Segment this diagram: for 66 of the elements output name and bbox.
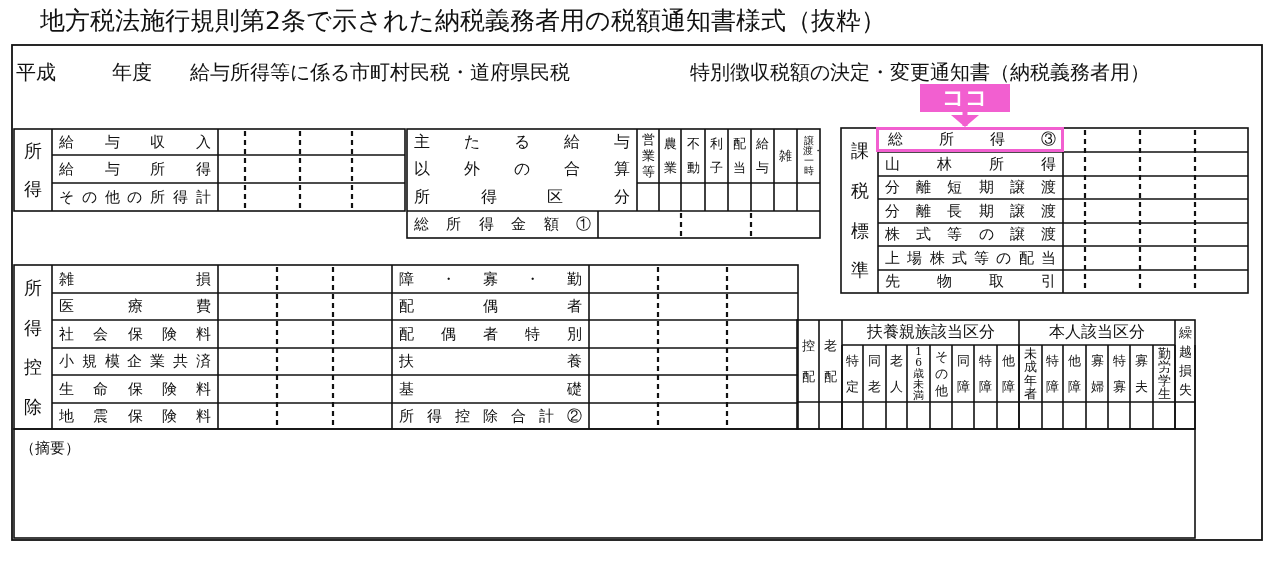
form-heading: 給与所得等に係る市町村民税・道府県民税: [190, 58, 570, 86]
column-header: 寡夫: [1134, 352, 1149, 396]
row-label: 所得区分: [414, 186, 630, 208]
page-title: 地方税法施行規則第2条で示された納税義務者用の税額通知書様式（抜粋）: [40, 5, 886, 37]
column-header: 特障: [978, 352, 993, 396]
row-label: 先物取引: [885, 272, 1056, 291]
column-header: 営業等: [640, 132, 656, 180]
row-label: 雑損: [59, 269, 211, 289]
column-header: 特寡: [1111, 352, 1127, 396]
column-header: 16歳未満: [912, 346, 925, 401]
column-header: 農業: [662, 135, 678, 177]
column-header: 老人: [889, 352, 904, 396]
column-header: 特定: [845, 352, 860, 396]
column-header: 不動: [685, 135, 701, 177]
row-label: 株式等の譲渡: [885, 225, 1056, 244]
section-label: 課税標準: [849, 139, 870, 283]
row-label: 分離長期譲渡: [885, 201, 1056, 221]
row-label: 配偶者: [399, 297, 582, 316]
column-header: 本人該当区分: [1049, 322, 1145, 343]
row-label: 主たる給与: [414, 131, 630, 153]
column-header: 配当: [732, 135, 747, 177]
column-header: 扶養親族該当区分: [866, 322, 995, 343]
column-header: 寡婦: [1089, 352, 1105, 396]
form-heading: 平成: [16, 58, 56, 86]
column-header: 勤労学生: [1156, 346, 1172, 401]
column-header: 控配: [800, 336, 816, 386]
row-label: 分離短期譲渡: [885, 178, 1056, 197]
row-label: 扶養: [399, 352, 582, 371]
row-label: 総所得金額①: [414, 215, 591, 234]
column-header: 同障: [955, 352, 971, 396]
highlight-frame: [876, 127, 1064, 152]
column-header: 給与: [755, 135, 770, 177]
section-label: 所得控除: [23, 276, 43, 419]
column-header: 繰越損失: [1177, 324, 1193, 399]
row-label: 地震保険料: [59, 406, 211, 426]
row-label: 給与所得: [59, 159, 211, 179]
column-header: 老配: [823, 336, 838, 386]
row-label: 障・寡・勤: [399, 269, 582, 289]
callout-pointer: [951, 112, 979, 127]
column-header: その他: [933, 348, 949, 399]
column-header: 雑: [778, 147, 793, 166]
row-label: 以外の合算: [414, 158, 630, 180]
row-label: 山林所得: [885, 154, 1056, 174]
section-label: 所得: [23, 139, 43, 201]
row-label: 生命保険料: [59, 379, 211, 399]
row-label: 医療費: [59, 297, 211, 316]
form-heading: 年度: [112, 58, 152, 86]
callout-text: ココ: [942, 84, 988, 112]
callout-badge: [920, 84, 1010, 112]
form-heading: 特別徴収税額の決定・変更通知書（納税義務者用）: [690, 58, 1150, 86]
row-label: 配偶者特別: [399, 324, 582, 344]
row-label: 基礎: [399, 379, 582, 399]
remarks-label: （摘要）: [20, 438, 80, 458]
row-label: 所得控除合計②: [399, 406, 582, 426]
row-label: 上場株式等の配当: [885, 248, 1056, 268]
row-label: 小規模企業共済: [59, 352, 211, 371]
row-label: その他の所得計: [59, 187, 211, 207]
column-header: 他障: [1067, 352, 1082, 396]
row-label: 給与収入: [59, 132, 211, 152]
column-header: 特障: [1045, 352, 1060, 396]
column-header: 同老: [867, 352, 882, 396]
column-header: 利子: [709, 135, 724, 177]
column-header: 他障: [1000, 352, 1016, 396]
column-header: 未成年者: [1023, 346, 1038, 401]
row-label: 総所得③: [888, 130, 1056, 149]
row-label: 社会保険料: [59, 324, 211, 344]
